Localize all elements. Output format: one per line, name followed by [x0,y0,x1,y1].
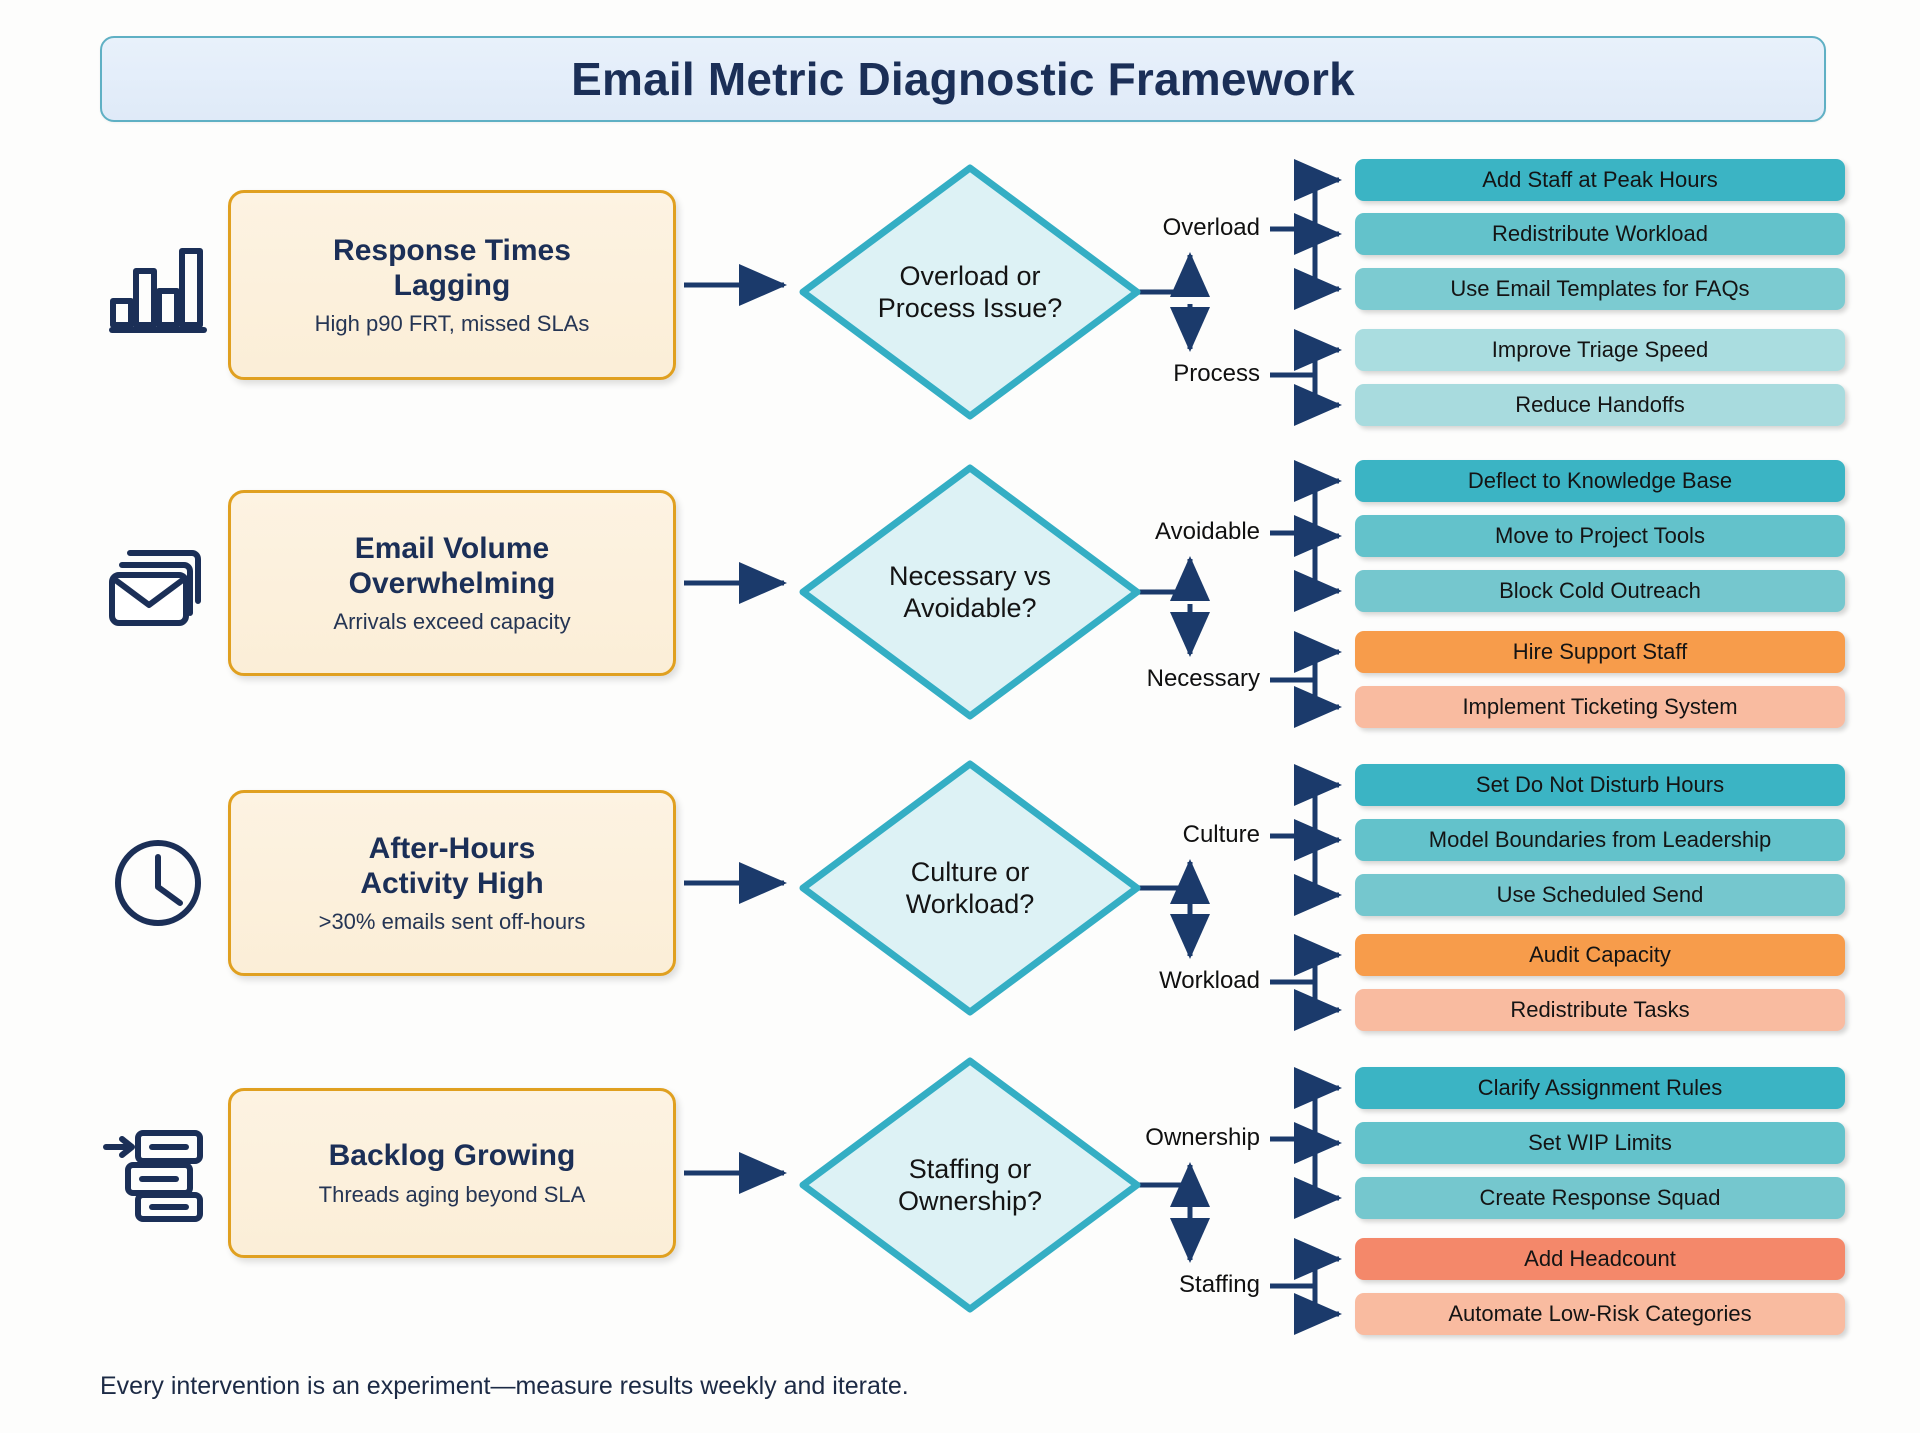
action-box[interactable]: Reduce Handoffs [1355,384,1845,426]
page-header: Email Metric Diagnostic Framework [100,36,1826,122]
branch-label: Avoidable [1155,518,1260,545]
action-box[interactable]: Hire Support Staff [1355,631,1845,673]
action-box[interactable]: Redistribute Tasks [1355,989,1845,1031]
action-box[interactable]: Block Cold Outreach [1355,570,1845,612]
action-box[interactable]: Automate Low-Risk Categories [1355,1293,1845,1335]
branch-label: Necessary [1146,665,1260,692]
problem-title: Backlog Growing [328,1139,576,1173]
action-box[interactable]: Use Scheduled Send [1355,874,1845,916]
action-box[interactable]: Improve Triage Speed [1355,329,1845,371]
branch-label: Workload [1159,967,1260,994]
branch-label: Process [1173,360,1260,387]
branch-label: Ownership [1145,1124,1260,1151]
action-box[interactable]: Model Boundaries from Leadership [1355,819,1845,861]
action-box[interactable]: Move to Project Tools [1355,515,1845,557]
branch-label: Culture [1182,821,1260,848]
action-box[interactable]: Deflect to Knowledge Base [1355,460,1845,502]
action-box[interactable]: Set Do Not Disturb Hours [1355,764,1845,806]
clock-icon [92,817,224,949]
action-box[interactable]: Redistribute Workload [1355,213,1845,255]
backlog-stack-icon [92,1107,224,1239]
bar-chart-icon [92,219,224,351]
page-title: Email Metric Diagnostic Framework [571,53,1355,105]
problem-subtitle: High p90 FRT, missed SLAs [314,311,590,337]
stacked-envelopes-icon [92,517,224,649]
action-box[interactable]: Add Staff at Peak Hours [1355,159,1845,201]
problem-subtitle: >30% emails sent off-hours [318,909,586,935]
action-box[interactable]: Set WIP Limits [1355,1122,1845,1164]
problem-subtitle: Arrivals exceed capacity [333,609,571,635]
branch-label: Overload [1162,214,1260,241]
action-box[interactable]: Implement Ticketing System [1355,686,1845,728]
footer-note: Every intervention is an experiment—meas… [100,1372,909,1400]
problem-subtitle: Threads aging beyond SLA [318,1181,586,1207]
action-box[interactable]: Clarify Assignment Rules [1355,1067,1845,1109]
action-box[interactable]: Create Response Squad [1355,1177,1845,1219]
action-box[interactable]: Add Headcount [1355,1238,1845,1280]
branch-label: Staffing [1179,1271,1260,1298]
action-box[interactable]: Audit Capacity [1355,934,1845,976]
action-box[interactable]: Use Email Templates for FAQs [1355,268,1845,310]
